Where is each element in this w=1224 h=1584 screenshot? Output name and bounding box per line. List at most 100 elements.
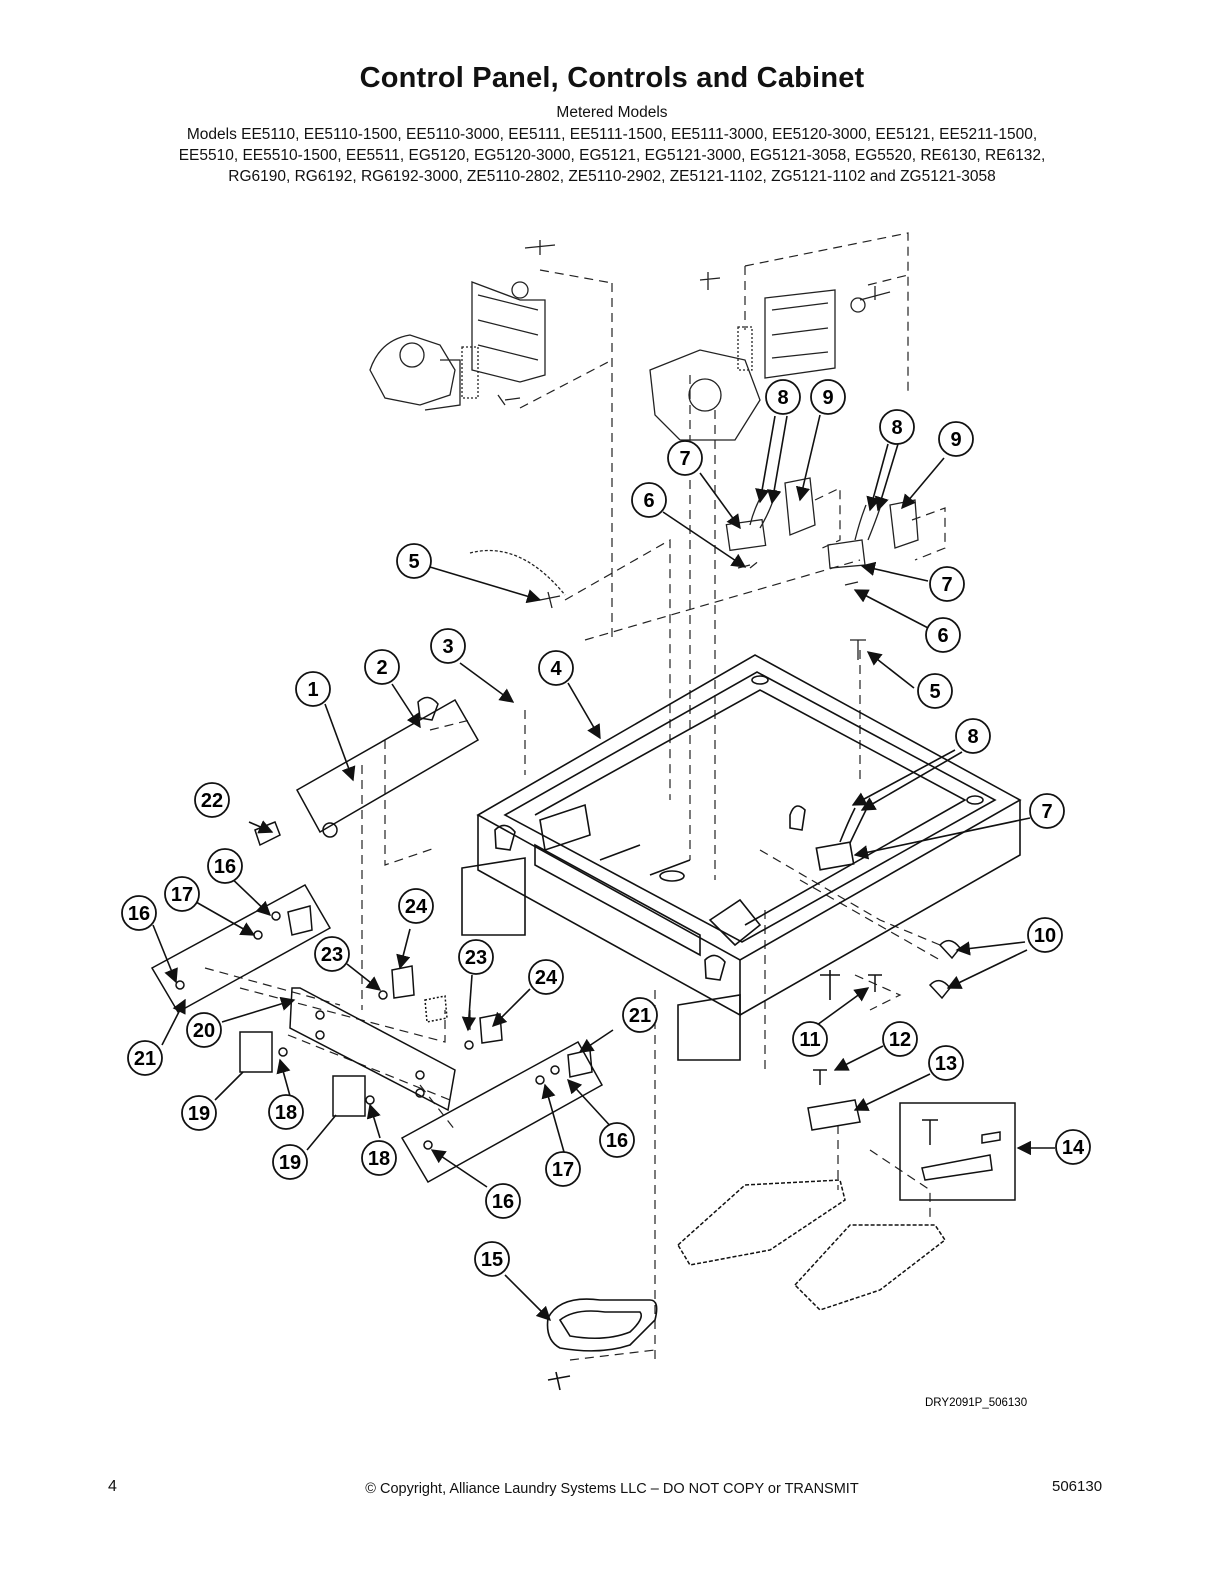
callout-circle <box>1029 793 1065 829</box>
callout-circle <box>882 1021 918 1057</box>
callout-17: 17 <box>164 876 200 912</box>
callout-19: 19 <box>272 1144 308 1180</box>
callout-circle <box>127 1040 163 1076</box>
callout-19: 19 <box>181 1095 217 1131</box>
model-line: Models EE5110, EE5110-1500, EE5110-3000,… <box>186 126 1038 143</box>
callout-number: 8 <box>777 387 788 409</box>
callout-circle <box>765 379 801 415</box>
callout-circle <box>528 959 564 995</box>
callout-8: 8 <box>955 718 991 754</box>
model-line: EE5510, EE5510-1500, EE5511, EG5120, EG5… <box>178 147 1046 164</box>
callout-number: 18 <box>275 1102 297 1124</box>
callout-circle <box>268 1094 304 1130</box>
cabinet-base <box>461 654 1022 1061</box>
callout-24: 24 <box>398 888 434 924</box>
callout-9: 9 <box>938 421 974 457</box>
callout-circle <box>1027 917 1063 953</box>
callout-23: 23 <box>314 936 350 972</box>
callout-1: 1 <box>295 671 331 707</box>
callout-16: 16 <box>485 1183 521 1219</box>
callout-number: 11 <box>799 1029 820 1051</box>
harness-parts-upper <box>469 477 919 660</box>
callout-16: 16 <box>207 848 243 884</box>
callout-16: 16 <box>599 1122 635 1158</box>
callout-circle <box>667 440 703 476</box>
callout-14: 14 <box>1055 1129 1091 1165</box>
callout-22: 22 <box>194 782 230 818</box>
callout-circle <box>364 649 400 685</box>
callout-number: 21 <box>629 1005 651 1027</box>
callout-number: 17 <box>171 884 193 906</box>
callout-number: 13 <box>935 1053 957 1075</box>
page-number: 4 <box>108 1478 117 1495</box>
callout-circle <box>164 876 200 912</box>
callout-circle <box>631 482 667 518</box>
page-subtitle: Metered Models <box>556 104 668 121</box>
callout-number: 18 <box>368 1148 390 1170</box>
callout-circle <box>792 1021 828 1057</box>
callout-number: 16 <box>606 1130 628 1152</box>
callout-number: 6 <box>937 625 948 647</box>
callout-number: 12 <box>889 1029 911 1051</box>
callout-circle <box>194 782 230 818</box>
callout-15: 15 <box>474 1241 510 1277</box>
callout-circle <box>398 888 434 924</box>
drawing-code: DRY2091P_506130 <box>925 1397 1027 1409</box>
callout-circle <box>207 848 243 884</box>
wire-bracket-15 <box>546 1298 658 1391</box>
callout-24: 24 <box>528 959 564 995</box>
callout-circle <box>917 673 953 709</box>
leader-lines-plain <box>214 1071 337 1151</box>
callout-circle <box>181 1095 217 1131</box>
callout-circle <box>925 617 961 653</box>
callout-number: 22 <box>201 790 223 812</box>
callout-number: 9 <box>950 429 961 451</box>
callout-number: 16 <box>492 1191 514 1213</box>
control-panel-parts <box>150 696 604 1184</box>
callout-9: 9 <box>810 379 846 415</box>
callout-number: 7 <box>941 574 952 596</box>
callout-circle <box>314 936 350 972</box>
callout-number: 4 <box>550 658 562 680</box>
callout-number: 16 <box>128 903 150 925</box>
callout-11: 11 <box>792 1021 828 1057</box>
callout-number: 24 <box>535 967 558 989</box>
callout-circle <box>295 671 331 707</box>
callout-number: 2 <box>376 657 387 679</box>
model-line: RG6190, RG6192, RG6192-3000, ZE5110-2802… <box>228 168 996 185</box>
callout-circle <box>879 409 915 445</box>
callout-circle <box>474 1241 510 1277</box>
callout-number: 24 <box>405 896 428 918</box>
callout-circle <box>272 1144 308 1180</box>
timer-assembly-right <box>649 272 891 441</box>
callout-circle <box>810 379 846 415</box>
timer-assembly-left <box>369 240 556 411</box>
callout-number: 9 <box>822 387 833 409</box>
callout-4: 4 <box>538 650 574 686</box>
callout-circle <box>545 1151 581 1187</box>
copyright-notice: © Copyright, Alliance Laundry Systems LL… <box>365 1481 859 1497</box>
callout-18: 18 <box>268 1094 304 1130</box>
callout-circle <box>928 1045 964 1081</box>
callout-10: 10 <box>1027 917 1063 953</box>
callout-circle <box>485 1183 521 1219</box>
callout-6: 6 <box>925 617 961 653</box>
callout-6: 6 <box>631 482 667 518</box>
callout-number: 5 <box>408 551 419 573</box>
callout-5: 5 <box>917 673 953 709</box>
callout-circle <box>938 421 974 457</box>
callout-number: 1 <box>307 679 318 701</box>
page-title: Control Panel, Controls and Cabinet <box>359 62 865 94</box>
callout-number: 14 <box>1062 1137 1085 1159</box>
callout-number: 5 <box>929 681 940 703</box>
callout-circle <box>599 1122 635 1158</box>
callout-number: 6 <box>643 490 654 512</box>
callout-18: 18 <box>361 1140 397 1176</box>
callout-number: 8 <box>967 726 978 748</box>
callout-21: 21 <box>127 1040 163 1076</box>
callout-17: 17 <box>545 1151 581 1187</box>
callout-circle <box>361 1140 397 1176</box>
callout-8: 8 <box>765 379 801 415</box>
callout-number: 17 <box>552 1159 574 1181</box>
